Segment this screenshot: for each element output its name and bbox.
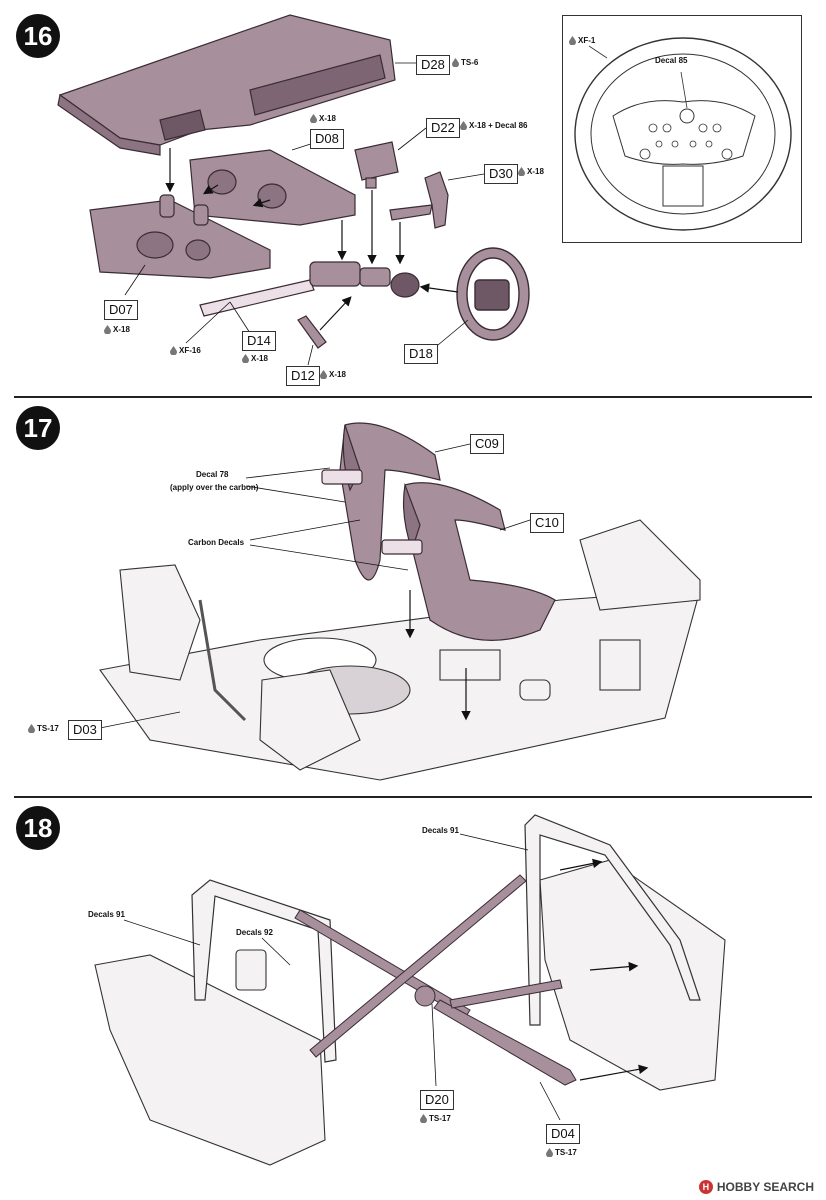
part-label-d08: D08	[310, 129, 344, 149]
seat-c10	[381, 482, 556, 641]
part-label-d12: D12	[286, 366, 320, 386]
paint-drop-icon	[242, 354, 249, 363]
step16-illustration	[57, 14, 530, 366]
step-number-17: 17	[16, 406, 60, 450]
left-door-panel	[94, 949, 326, 1166]
decal-note-91-right: Decals 91	[422, 826, 459, 835]
steering-wheel-detail-drawing	[574, 37, 792, 231]
part-label-c09: C09	[470, 434, 504, 454]
paint-drop-icon	[170, 346, 177, 355]
steering-wheel-d18	[456, 247, 530, 341]
decal-label: Decal 85	[655, 56, 688, 65]
step17-illustration	[99, 422, 701, 781]
paint-code: XF-16	[179, 346, 201, 355]
decal-note-78-sub: (apply over the carbon)	[170, 483, 258, 492]
cross-bar-d20	[294, 874, 577, 1086]
paint-drop-icon	[452, 58, 459, 67]
part-label-d22: D22	[426, 118, 460, 138]
paint-code: TS-17	[555, 1148, 577, 1157]
paint-drop-icon	[320, 370, 327, 379]
dash-panel-d07	[89, 199, 271, 279]
decal-label: Carbon Decals	[188, 538, 245, 547]
section-divider	[14, 396, 812, 398]
decal-note-78: Decal 78	[196, 470, 228, 479]
paint-code: X-18	[251, 354, 268, 363]
decal-note-92: Decals 92	[236, 928, 273, 937]
part-d22	[354, 141, 399, 189]
decal-label: Decals 92	[236, 928, 273, 937]
part-label-d04: D04	[546, 1124, 580, 1144]
paint-note-d07: X-18	[104, 325, 130, 334]
paint-code: XF-1	[578, 36, 596, 45]
steering-column-d14	[199, 261, 420, 317]
section-divider	[14, 796, 812, 798]
part-label-d07: D07	[104, 300, 138, 320]
right-door-panel	[539, 859, 726, 1091]
paint-note-d28: TS-6	[452, 58, 478, 67]
paint-note-d03: TS-17	[28, 724, 59, 733]
part-d12	[297, 315, 327, 349]
paint-drop-icon	[28, 724, 35, 733]
dashboard-top-part	[57, 14, 396, 156]
step-number-18: 18	[16, 806, 60, 850]
paint-drop-icon	[420, 1114, 427, 1123]
paint-code: TS-6	[461, 58, 479, 67]
paint-drop-icon	[569, 36, 576, 45]
paint-code: X-18	[113, 325, 130, 334]
part-label-d18: D18	[404, 344, 438, 364]
paint-code: X-18	[319, 114, 336, 123]
paint-drop-icon	[310, 114, 317, 123]
part-d30-paddle	[389, 171, 449, 229]
decal-label: Decal 78	[196, 470, 229, 479]
part-label-d03: D03	[68, 720, 102, 740]
paint-code: TS-17	[37, 724, 59, 733]
step-number-16: 16	[16, 14, 60, 58]
paint-note-d20: TS-17	[420, 1114, 451, 1123]
part-label-d14: D14	[242, 331, 276, 351]
chassis-floor-d03	[99, 519, 701, 781]
decal-label: Decals 91	[88, 910, 125, 919]
paint-drop-icon	[546, 1148, 553, 1157]
paint-drop-icon	[460, 121, 467, 130]
paint-note-xf16: XF-16	[170, 346, 201, 355]
paint-note-dash: X-18	[310, 114, 336, 123]
paint-drop-icon	[104, 325, 111, 334]
paint-code: TS-17	[429, 1114, 451, 1123]
paint-note-d22: X-18 + Decal 86	[460, 121, 527, 130]
paint-note-d30: X-18	[518, 167, 544, 176]
watermark: H HOBBY SEARCH	[698, 1180, 814, 1194]
steering-wheel-detail-inset: XF-1 Decal 85	[562, 15, 802, 243]
paint-code: X-18 + Decal 86	[469, 121, 528, 130]
paint-code: X-18	[527, 167, 544, 176]
part-label-c10: C10	[530, 513, 564, 533]
decal-label: Decals 91	[422, 826, 459, 835]
part-label-d30: D30	[484, 164, 518, 184]
part-label-d28: D28	[416, 55, 450, 75]
part-label-d20: D20	[420, 1090, 454, 1110]
paint-note-xf1: XF-1	[569, 36, 595, 45]
paint-note-d12: X-18	[320, 370, 346, 379]
decal-instruction: (apply over the carbon)	[170, 483, 259, 492]
decal-note-91-left: Decals 91	[88, 910, 125, 919]
hobby-search-logo-icon: H	[698, 1180, 713, 1194]
paint-code: X-18	[329, 370, 346, 379]
paint-note-d04: TS-17	[546, 1148, 577, 1157]
watermark-text: HOBBY SEARCH	[716, 1180, 814, 1194]
decal-note-85: Decal 85	[655, 56, 687, 65]
carbon-decals-note: Carbon Decals	[188, 538, 244, 547]
seat-c09	[321, 422, 441, 581]
paint-drop-icon	[518, 167, 525, 176]
paint-note-d14: X-18	[242, 354, 268, 363]
